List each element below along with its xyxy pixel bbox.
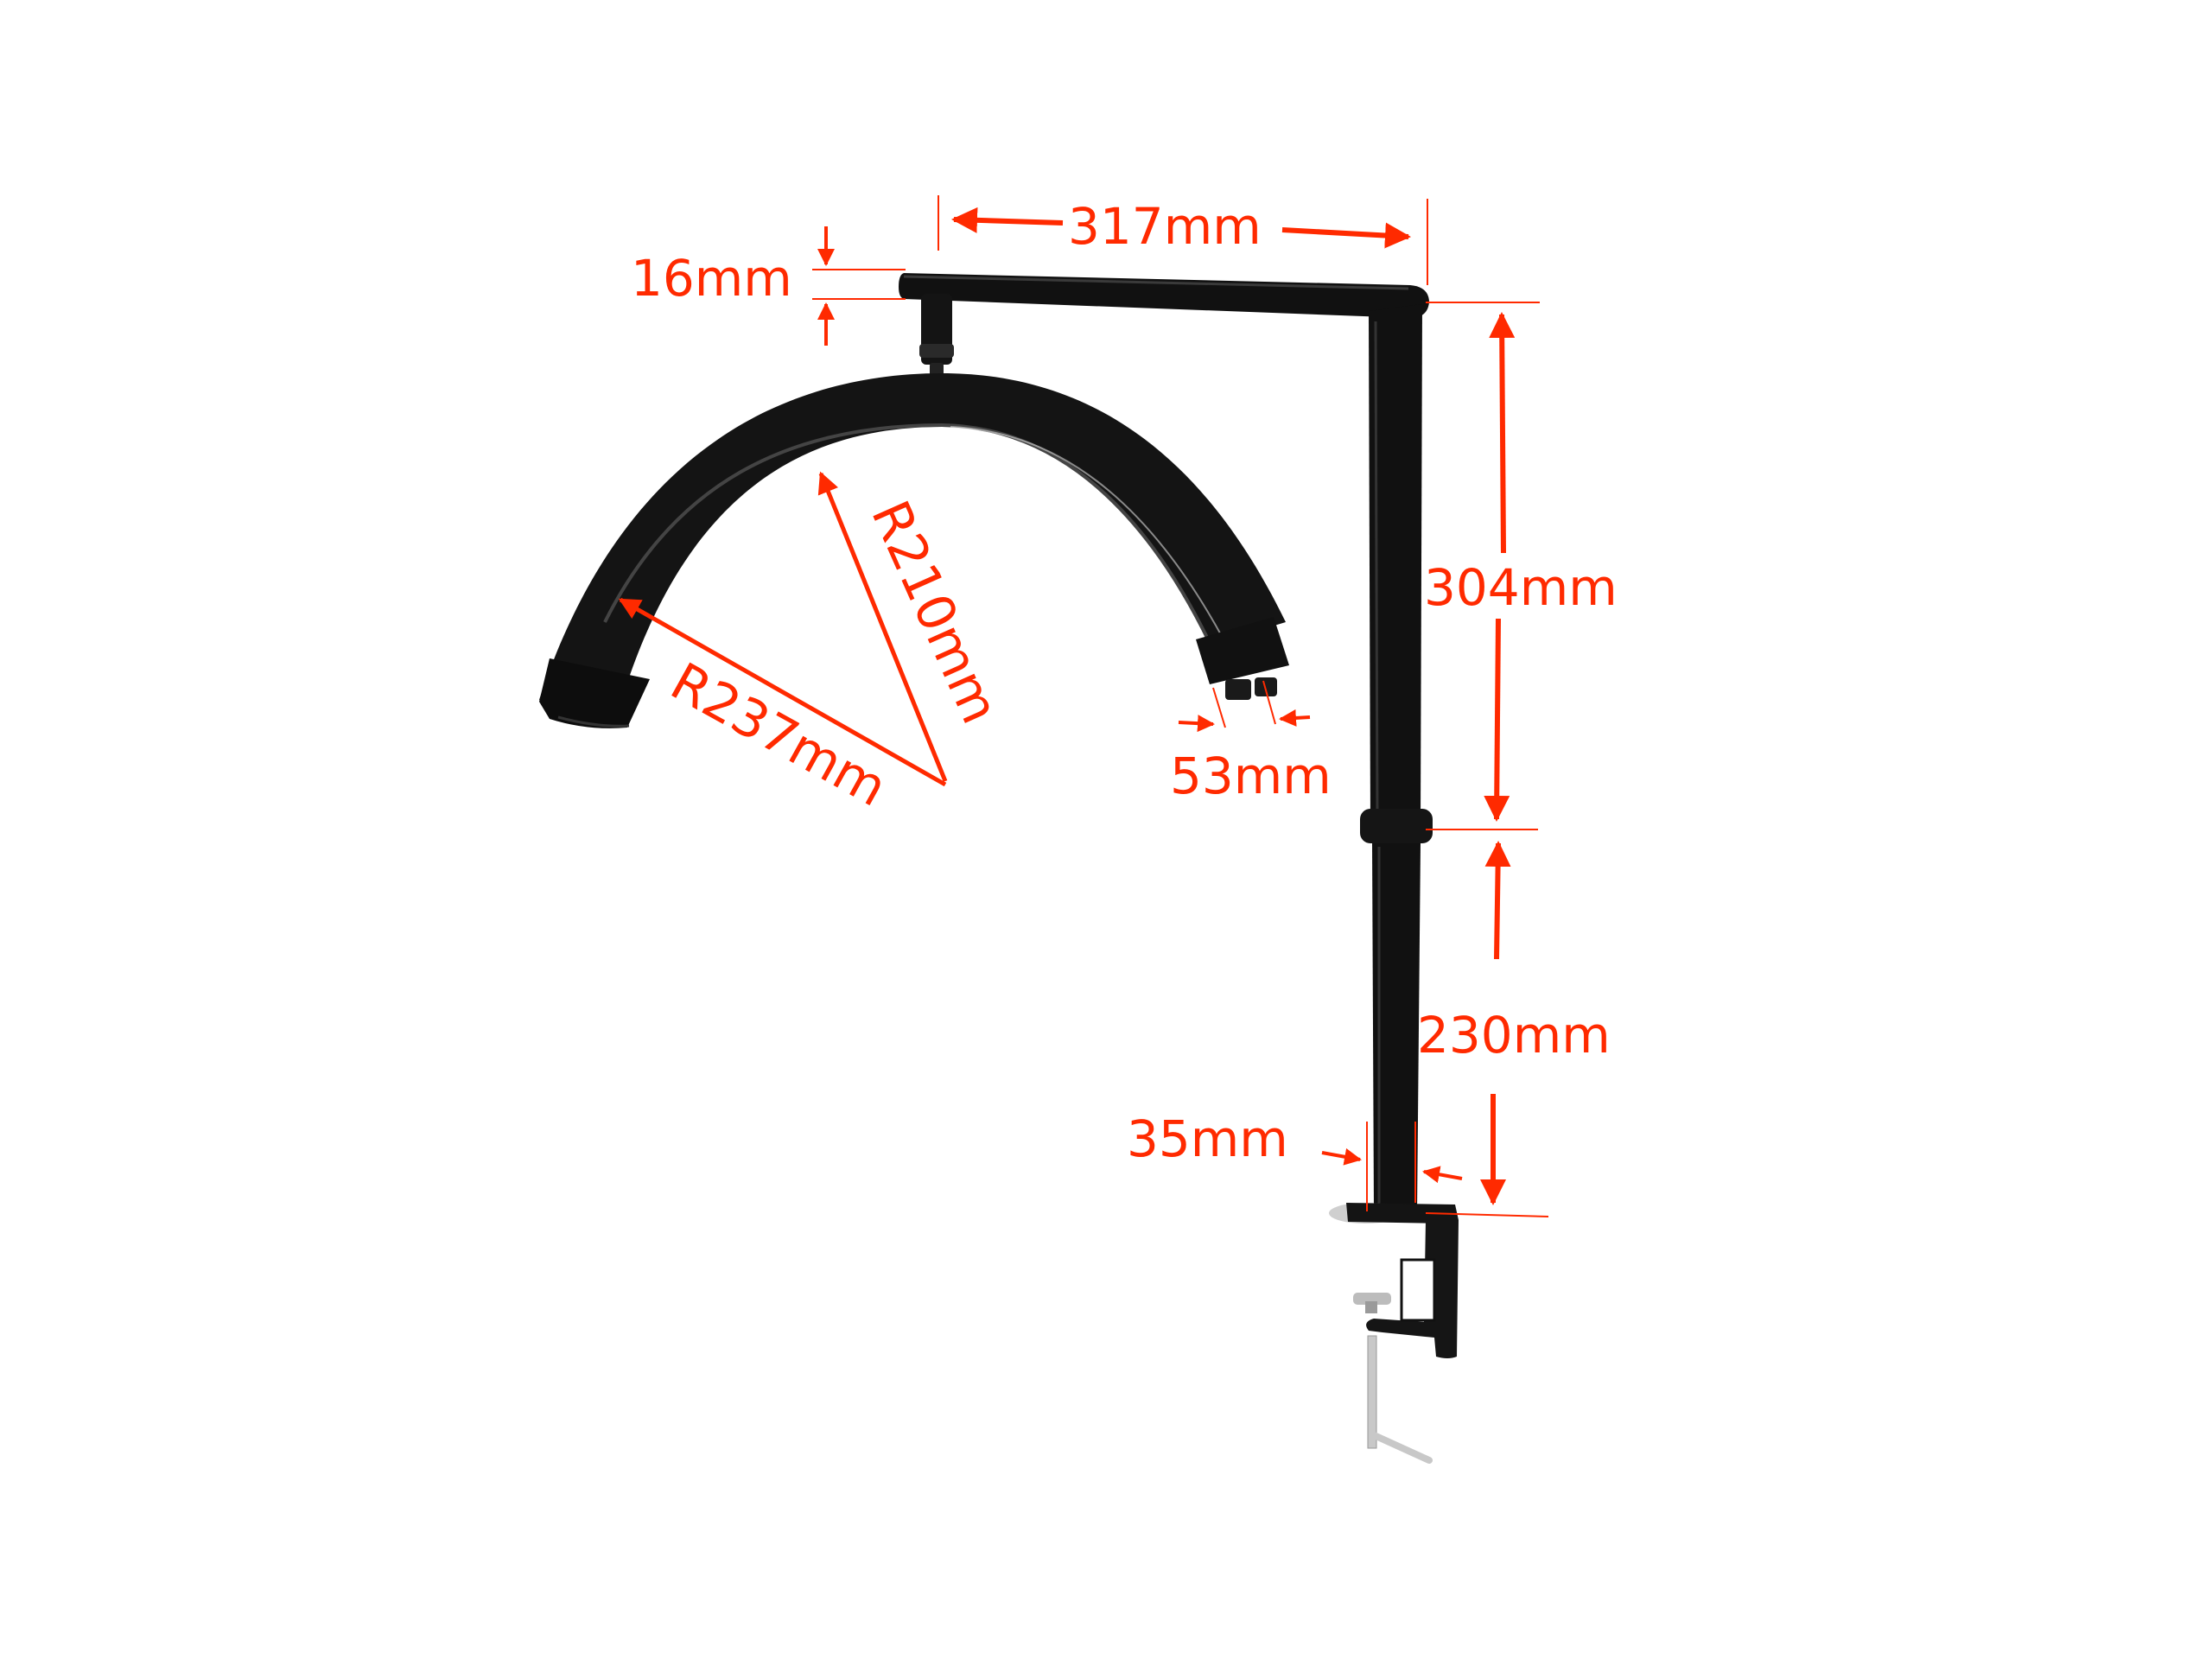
inner-radius-label: R210mm [859,493,1010,733]
pole-diameter-dimension [1321,1122,1463,1211]
arm-thickness-dimension [812,226,906,346]
arm-thickness-label: 16mm [631,249,792,308]
lower-pole-height-label: 230mm [1417,1006,1611,1065]
right-arc-end-block [1196,617,1289,684]
outer-radius-dimension [618,597,947,787]
lamp-stand [539,273,1459,1464]
upper-pole-height-label: 304mm [1424,558,1618,617]
pole-diameter-label: 35mm [1127,1109,1288,1168]
upper-pole-height-dimension [1426,302,1540,830]
arc-end-width-dimension [1178,680,1311,733]
clamp-screw [1367,1335,1377,1449]
top-arm [899,273,1429,318]
dimension-annotations [618,195,1549,1217]
vertical-pole-lower [1372,843,1421,1211]
top-arm-length-dimension [938,195,1428,285]
left-arc-end-cap [539,658,650,728]
lower-pole-height-dimension [1425,841,1549,1217]
top-arm-length-label: 317mm [1068,197,1262,256]
arc-end-width-label: 53mm [1170,747,1332,805]
desk-clamp [1329,1203,1459,1464]
inner-radius-dimension [817,471,948,782]
vertical-pole-upper [1369,304,1422,828]
half-ring-light [539,373,1286,700]
